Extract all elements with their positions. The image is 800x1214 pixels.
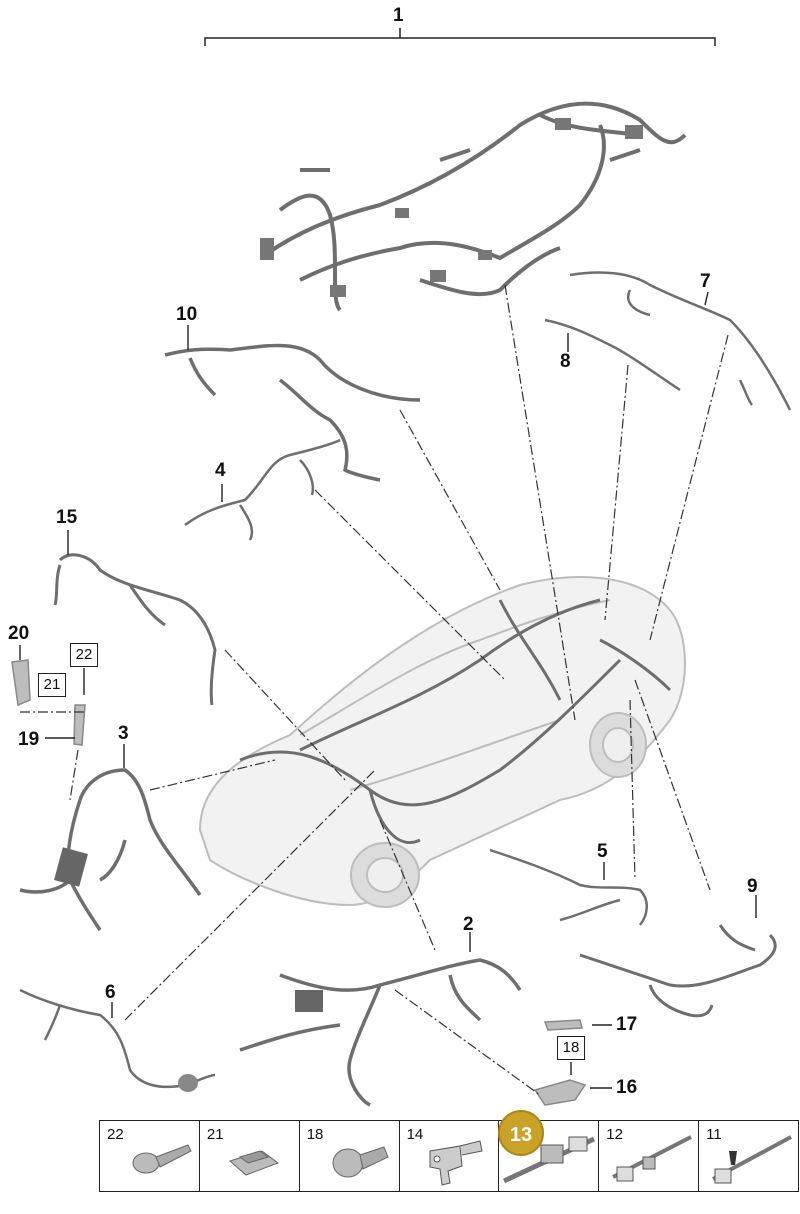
cable-tie-anchor-icon	[712, 1135, 793, 1184]
part-16-17	[533, 1019, 587, 1106]
callout-16: 16	[616, 1077, 638, 1098]
callout-3: 3	[118, 723, 129, 744]
part-number: 14	[406, 1126, 424, 1143]
leader-lines	[20, 284, 729, 1096]
part-cell-13[interactable]	[499, 1121, 600, 1191]
harness-4	[184, 438, 341, 541]
part-cell-11[interactable]: 11	[699, 1121, 798, 1191]
callout-20: 20	[8, 623, 30, 644]
cable-tie-holder-icon	[503, 1136, 596, 1184]
callout-8: 8	[560, 351, 571, 372]
part-cell-14[interactable]: 14	[400, 1121, 500, 1191]
harness-2	[239, 958, 522, 1107]
part-cell-18[interactable]: 18	[300, 1121, 400, 1191]
callout-17: 17	[616, 1014, 638, 1035]
part-cell-12[interactable]: 12	[599, 1121, 700, 1191]
callout-ticks	[19, 291, 757, 1089]
callout-19: 19	[18, 729, 40, 750]
callout-15: 15	[56, 507, 78, 528]
harness-3-module	[54, 847, 88, 887]
bracket-icon	[429, 1140, 483, 1186]
harness-1	[263, 101, 687, 312]
screw-icon	[132, 1144, 192, 1174]
harness-10	[164, 343, 421, 482]
harness-6	[19, 988, 216, 1089]
part-number: 22	[107, 1126, 124, 1143]
harness-2-module	[295, 990, 323, 1012]
callout-9: 9	[747, 876, 758, 897]
bolt-icon	[332, 1146, 389, 1178]
part-cell-21[interactable]: 21	[200, 1121, 300, 1191]
grommet-6	[178, 1074, 198, 1092]
cable-tie-icon	[612, 1135, 693, 1182]
part-number: 12	[606, 1126, 623, 1143]
harness-15	[53, 553, 217, 706]
callout-2: 2	[463, 914, 474, 935]
car-body	[198, 576, 686, 908]
harness-3	[19, 768, 202, 931]
callout-10: 10	[176, 304, 198, 325]
harness-7	[569, 271, 792, 411]
hotspot-13[interactable]: 13	[498, 1110, 544, 1156]
small-parts-strip: 22 21 18 14 12	[99, 1120, 799, 1192]
harness-5	[489, 848, 648, 926]
callout-5: 5	[597, 841, 608, 862]
part-cell-22[interactable]: 22	[100, 1121, 200, 1191]
part-number: 18	[306, 1126, 324, 1143]
callout-1: 1	[393, 5, 404, 26]
callout-7: 7	[700, 271, 711, 292]
boxed-callout-22: 22	[70, 643, 98, 667]
boxed-callout-18: 18	[557, 1036, 585, 1060]
part-number: 11	[706, 1126, 722, 1143]
part-19-20	[11, 659, 86, 746]
part-number: 21	[206, 1126, 224, 1143]
harness-1-connectors	[260, 118, 643, 297]
harness-9	[579, 924, 777, 1018]
callout-4: 4	[215, 460, 226, 481]
bracket-line-1	[204, 28, 716, 46]
clip-nut-icon	[228, 1150, 279, 1176]
boxed-callout-21: 21	[38, 673, 66, 697]
callout-6: 6	[105, 982, 116, 1003]
harness-8	[544, 318, 681, 392]
